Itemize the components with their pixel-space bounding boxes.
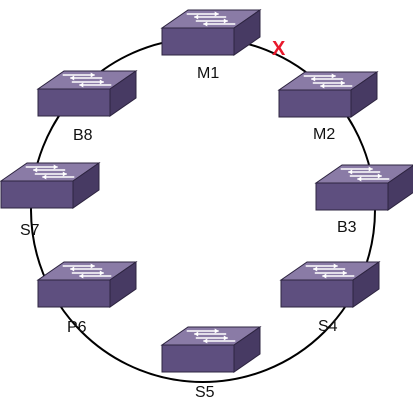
traffic-arrows-icon xyxy=(340,166,390,182)
switch-front-face xyxy=(161,27,235,56)
traffic-arrows-icon xyxy=(186,11,236,27)
label-b8: B8 xyxy=(73,127,93,144)
switch-front-face xyxy=(280,279,354,308)
label-s4: S4 xyxy=(318,318,338,335)
label-m1: M1 xyxy=(197,65,220,82)
traffic-arrows-icon xyxy=(303,73,353,89)
label-p6: P6 xyxy=(67,319,87,336)
link-failure-marker: X xyxy=(272,38,286,60)
switch-front-face xyxy=(315,182,389,211)
switch-front-face xyxy=(161,344,235,373)
traffic-arrows-icon xyxy=(62,72,112,88)
switch-side-face xyxy=(109,261,137,308)
traffic-arrows-icon xyxy=(186,328,236,344)
switch-m2-icon xyxy=(277,71,379,118)
traffic-arrows-icon xyxy=(62,263,112,279)
switch-side-face xyxy=(109,70,137,117)
switch-side-face xyxy=(72,162,100,209)
switch-s4-icon xyxy=(279,261,381,308)
label-s7: S7 xyxy=(20,222,40,239)
switch-b3-icon xyxy=(314,164,413,211)
label-b3: B3 xyxy=(337,219,357,236)
switch-front-face xyxy=(37,88,111,117)
switch-side-face xyxy=(387,165,413,211)
switch-front-face xyxy=(0,180,74,209)
switch-front-face xyxy=(37,279,111,308)
traffic-arrows-icon xyxy=(305,263,355,279)
switch-b8-icon xyxy=(36,70,138,117)
switch-s5-icon xyxy=(160,326,262,373)
switch-side-face xyxy=(233,326,261,373)
switch-side-face xyxy=(352,261,380,308)
switch-m1-icon xyxy=(160,9,262,56)
traffic-arrows-icon xyxy=(25,164,75,180)
switch-side-face xyxy=(233,9,261,56)
switch-front-face xyxy=(278,89,352,118)
switch-s7-icon xyxy=(0,162,101,209)
switch-side-face xyxy=(350,71,378,118)
switch-p6-icon xyxy=(36,261,138,308)
label-s5: S5 xyxy=(195,384,215,401)
label-m2: M2 xyxy=(313,126,336,143)
